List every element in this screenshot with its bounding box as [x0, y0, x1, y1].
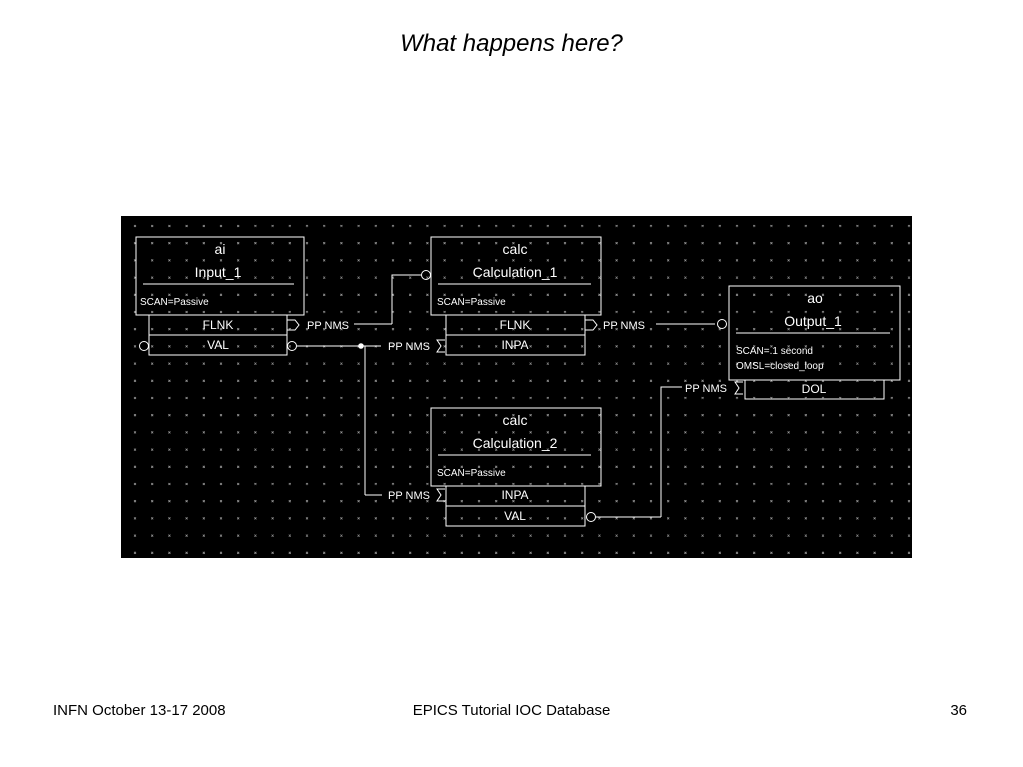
record-name: Input_1 [195, 264, 242, 280]
record-type: ai [215, 241, 226, 257]
input-port [139, 341, 149, 351]
link-label: PP NMS [603, 320, 645, 332]
slide-title: What happens here? [400, 30, 623, 57]
footer-title: EPICS Tutorial IOC Database [412, 702, 611, 719]
link-field-dol[interactable] [744, 379, 885, 400]
footer-date: INFN October 13-17 2008 [53, 702, 226, 719]
link-field-inpa[interactable] [445, 334, 586, 356]
link-field-label: VAL [504, 509, 526, 523]
page-number: 36 [950, 702, 967, 719]
record-field: OMSL=closed_loop [736, 361, 824, 372]
record-calculation-2[interactable]: calc Calculation_2 SCAN=Passive INPA VAL [430, 407, 602, 527]
record-field: SCAN=Passive [140, 297, 209, 308]
database-diagram: ai Input_1 SCAN=Passive FLNK VAL calc Ca… [121, 216, 912, 558]
grid-marks [133, 224, 911, 555]
output-port [287, 341, 297, 351]
link-label: PP NMS [388, 341, 430, 353]
link-field-label: DOL [802, 382, 827, 396]
record-output-1[interactable]: ao Output_1 SCAN=.1 second OMSL=closed_l… [728, 285, 901, 400]
grid-dots [133, 224, 911, 555]
record-field: SCAN=.1 second [736, 346, 813, 357]
record-field: SCAN=Passive [437, 468, 506, 479]
record-field: SCAN=Passive [437, 297, 506, 308]
sigma-input-marker [436, 488, 445, 502]
sigma-input-marker [436, 339, 445, 353]
link-field-label: INPA [501, 338, 528, 352]
input-port [717, 319, 727, 329]
link-field-val[interactable] [445, 505, 586, 527]
record-name: Calculation_1 [473, 264, 558, 280]
flnk-arrow [585, 319, 598, 331]
link-label: PP NMS [388, 490, 430, 502]
record-name: Calculation_2 [473, 435, 558, 451]
wire [391, 274, 421, 324]
record-input-1[interactable]: ai Input_1 SCAN=Passive FLNK VAL [135, 236, 305, 356]
link-field-label: FLNK [500, 318, 531, 332]
link-label: PP NMS [685, 383, 727, 395]
sigma-input-marker [734, 381, 743, 395]
input-port [421, 270, 431, 280]
link-field-val[interactable] [148, 334, 288, 356]
link-label: PP NMS [307, 320, 349, 332]
record-type: calc [503, 412, 528, 428]
link-field-label: FLNK [203, 318, 234, 332]
link-field-label: INPA [501, 488, 528, 502]
record-type: calc [503, 241, 528, 257]
record-calculation-1[interactable]: calc Calculation_1 SCAN=Passive FLNK INP… [430, 236, 602, 356]
wire [660, 386, 682, 517]
output-port [586, 512, 596, 522]
link-field-label: VAL [207, 338, 229, 352]
record-type: ao [807, 290, 823, 306]
junction-dot [358, 343, 364, 349]
record-name: Output_1 [784, 313, 842, 329]
link-wires [139, 270, 743, 522]
diagram-svg: ai Input_1 SCAN=Passive FLNK VAL calc Ca… [133, 224, 911, 555]
flnk-arrow [287, 319, 300, 331]
